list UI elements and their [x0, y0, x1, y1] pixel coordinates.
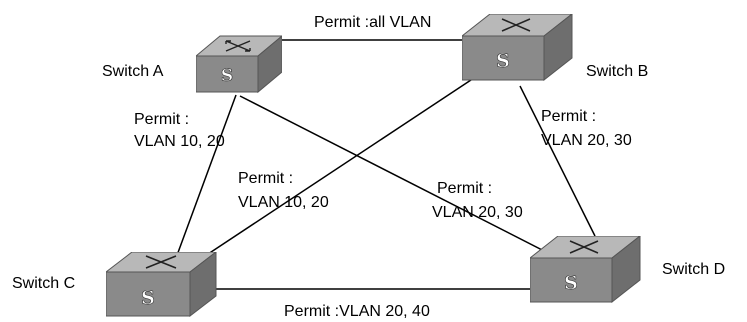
switch-icon: S [196, 35, 282, 94]
switch-icon: S [106, 252, 217, 318]
switch-icon: S [530, 236, 641, 304]
link-b-d-permit-line1: Permit : [541, 108, 597, 125]
switch-b-device: S [462, 14, 573, 82]
link-b-d-permit-line2: VLAN 20, 30 [541, 132, 632, 149]
link-a-c-permit-line1: Permit : [134, 111, 190, 128]
switch-d-label: Switch D [662, 261, 726, 278]
switch-c-label: Switch C [12, 275, 76, 292]
link-b-c [195, 77, 475, 263]
link-a-c-permit-line2: VLAN 10, 20 [134, 133, 225, 150]
switch-a-device: S [196, 34, 282, 94]
link-c-d-permit: Permit :VLAN 20, 40 [284, 303, 430, 320]
link-b-c-permit-line1: Permit : [238, 170, 294, 187]
link-a-b-permit: Permit :all VLAN [314, 14, 432, 31]
svg-text:S: S [141, 287, 155, 309]
switch-icon: S [462, 14, 573, 82]
switch-c-device: S [106, 252, 217, 318]
link-b-d [519, 85, 596, 237]
link-a-c [175, 94, 237, 259]
link-a-d [239, 95, 553, 256]
switch-a-label: Switch A [102, 63, 164, 80]
link-a-d-permit-line2: VLAN 20, 30 [432, 204, 523, 221]
svg-text:S: S [496, 50, 510, 72]
svg-text:S: S [221, 66, 233, 86]
link-b-c-permit-line2: VLAN 10, 20 [238, 194, 329, 211]
switch-d-device: S [530, 236, 641, 304]
switch-b-label: Switch B [586, 63, 649, 80]
link-a-d-permit-line1: Permit : [437, 180, 493, 197]
svg-text:S: S [564, 272, 578, 294]
